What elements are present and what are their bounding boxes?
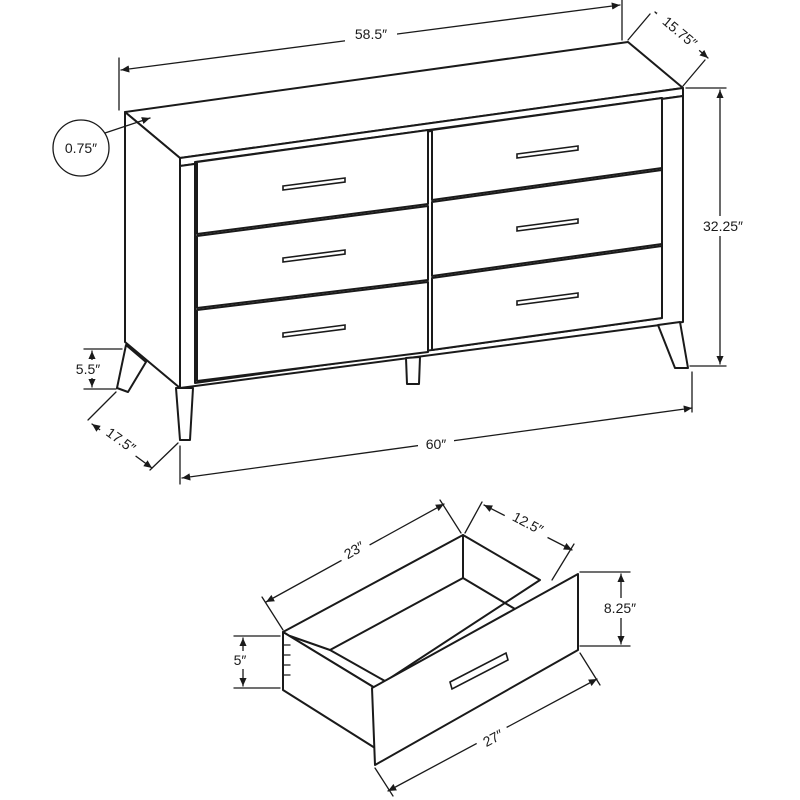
dim-label-overall-width: 60″ xyxy=(426,436,447,452)
drawer-handles xyxy=(282,145,579,338)
dim-label-top-width: 58.5″ xyxy=(355,26,387,42)
handle-icon xyxy=(516,218,579,232)
dim-label-drawer-front-height: 8.25″ xyxy=(604,600,636,616)
handle-icon xyxy=(282,249,346,263)
dim-label-overall-height: 32.25″ xyxy=(703,218,743,234)
callout-circle xyxy=(52,119,110,177)
drawer-dimensions: 23″ 12.5″ 8.25″ 5″ 27″ xyxy=(228,499,648,797)
dim-label-top-thickness: 0.75″ xyxy=(65,140,97,156)
dim-label-drawer-box-height: 5″ xyxy=(234,652,247,668)
leg-right xyxy=(657,321,689,369)
leg-front-left xyxy=(175,387,194,441)
dovetail-joints xyxy=(282,644,291,676)
drawer-right-top[interactable] xyxy=(431,97,663,201)
dresser-left-side xyxy=(124,111,181,389)
dresser xyxy=(116,41,689,441)
drawer-detail xyxy=(282,534,579,766)
handle-icon xyxy=(282,324,346,338)
handle-icon xyxy=(282,177,346,191)
leg-back-center xyxy=(405,356,421,385)
handle-icon xyxy=(516,145,579,159)
dim-label-leg-height: 5.5″ xyxy=(76,361,100,377)
handle-icon xyxy=(516,292,579,306)
leg-back-left xyxy=(116,344,147,393)
